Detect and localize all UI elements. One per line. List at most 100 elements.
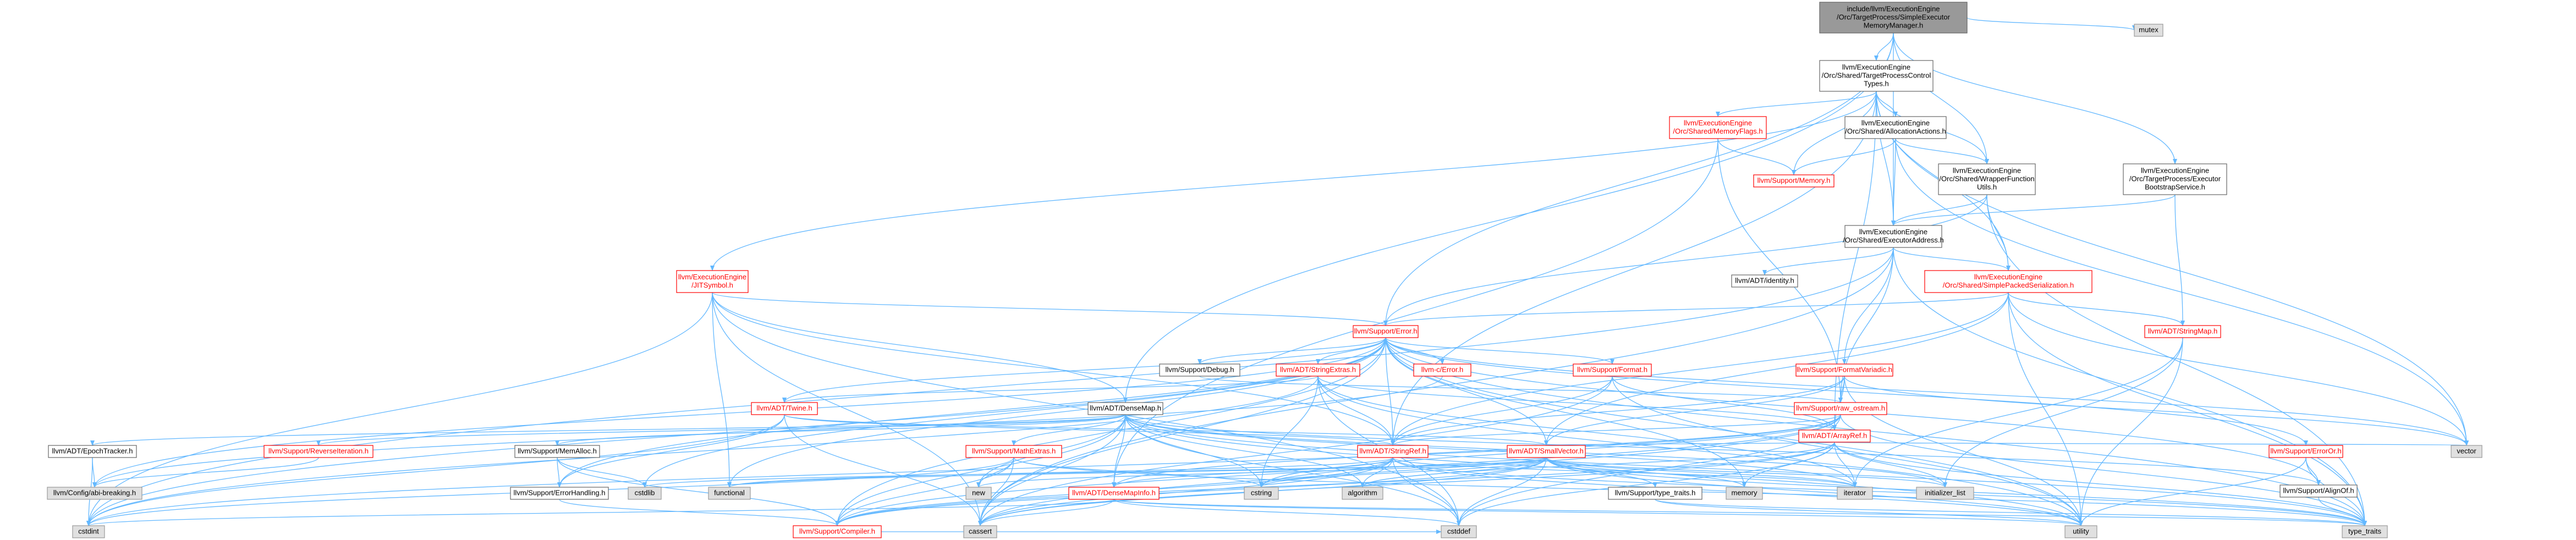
graph-node-cassert: cassert bbox=[963, 525, 997, 538]
graph-node-label-aligned: llvm/Support/AlignOf.h bbox=[2283, 487, 2354, 495]
edge-format-to-cassert bbox=[978, 376, 1613, 526]
edge-wrapper-to-sps bbox=[1986, 194, 2011, 271]
graph-node-label-debug: llvm/Support/Debug.h bbox=[1165, 366, 1234, 374]
graph-node-algorithm: algorithm bbox=[1342, 487, 1383, 500]
edge-sps-to-strmap bbox=[2008, 292, 2185, 326]
edge-dmapinfo-to-cstdint bbox=[86, 499, 1114, 526]
graph-node-rawos[interactable]: llvm/Support/raw_ostream.h bbox=[1794, 402, 1887, 415]
graph-node-label-wrapper: /Orc/Shared/WrapperFunction bbox=[1939, 175, 2034, 183]
graph-node-label-densemap: llvm/ADT/DenseMap.h bbox=[1090, 404, 1161, 412]
graph-node-box-sps bbox=[1924, 270, 2092, 293]
edge-execaddr-to-rawos bbox=[1838, 247, 1894, 403]
graph-node-label-cstdlib: cstdlib bbox=[635, 489, 655, 497]
graph-node-box-tpct bbox=[1819, 60, 1934, 92]
edge-densemap-to-memalloc bbox=[555, 414, 1126, 446]
graph-node-memory[interactable]: llvm/Support/Memory.h bbox=[1753, 174, 1834, 188]
graph-node-box-typetraits_s bbox=[1608, 487, 1702, 500]
edge-root-to-densemap bbox=[1123, 32, 1894, 403]
graph-node-typetraits_s[interactable]: llvm/Support/type_traits.h bbox=[1608, 487, 1702, 500]
edge-densemap-to-reviter bbox=[316, 414, 1126, 446]
graph-node-label-ebs: BootstrapService.h bbox=[2145, 183, 2205, 191]
graph-node-box-initlist bbox=[1916, 487, 1974, 500]
edge-arrayref-to-cstddef bbox=[1457, 442, 1835, 526]
edge-execaddr-to-cassert bbox=[978, 247, 1894, 526]
graph-node-arrayref[interactable]: llvm/ADT/ArrayRef.h bbox=[1798, 429, 1871, 443]
graph-node-label-sps: /Orc/Shared/SimplePackedSerialization.h bbox=[1943, 281, 2074, 289]
edge-tpct-to-memory bbox=[1792, 91, 1877, 175]
graph-node-iterator: iterator bbox=[1837, 487, 1873, 500]
graph-node-fmtvariadic[interactable]: llvm/Support/FormatVariadic.h bbox=[1795, 363, 1893, 377]
graph-node-dmapinfo[interactable]: llvm/ADT/DenseMapInfo.h bbox=[1068, 487, 1160, 500]
edge-errhandling-to-compiler bbox=[559, 499, 839, 526]
edge-smallvec-to-compiler bbox=[835, 457, 1547, 526]
graph-node-label-cerror: llvm-c/Error.h bbox=[1421, 366, 1464, 374]
graph-node-root[interactable]: include/llvm/ExecutionEngine/Orc/TargetP… bbox=[1819, 2, 1968, 34]
graph-node-aligned[interactable]: llvm/Support/AlignOf.h bbox=[2280, 484, 2358, 498]
graph-node-tpct[interactable]: llvm/ExecutionEngine/Orc/Shared/TargetPr… bbox=[1819, 60, 1934, 92]
graph-node-identity[interactable]: llvm/ADT/identity.h bbox=[1731, 274, 1798, 288]
edge-densemap-to-aligned bbox=[1125, 414, 2321, 486]
edge-mflags-to-rawos bbox=[1717, 138, 1843, 403]
edge-densemap-to-cstring bbox=[1125, 414, 1264, 488]
graph-node-box-rawos bbox=[1794, 402, 1887, 415]
graph-node-label-error: llvm/Support/Error.h bbox=[1354, 327, 1418, 335]
graph-node-error[interactable]: llvm/Support/Error.h bbox=[1353, 325, 1419, 338]
graph-node-wrapper[interactable]: llvm/ExecutionEngine/Orc/Shared/WrapperF… bbox=[1938, 163, 2036, 195]
graph-node-new: new bbox=[965, 487, 992, 500]
graph-node-box-cstdlib bbox=[628, 487, 662, 500]
graph-node-allocact[interactable]: llvm/ExecutionEngine/Orc/Shared/Allocati… bbox=[1844, 116, 1947, 139]
edge-smallvec-to-algorithm bbox=[1360, 457, 1547, 488]
edge-wrapper-to-execaddr bbox=[1891, 194, 1987, 226]
graph-node-label-compiler: llvm/Support/Compiler.h bbox=[799, 527, 875, 536]
graph-node-box-errhandling bbox=[510, 487, 609, 500]
graph-node-label-ebs: /Orc/TargetProcess/Executor bbox=[2129, 175, 2221, 183]
graph-node-erroror[interactable]: llvm/Support/ErrorOr.h bbox=[2269, 445, 2343, 458]
edge-error-to-twine bbox=[782, 337, 1386, 403]
graph-node-reviter[interactable]: llvm/Support/ReverseIteration.h bbox=[263, 445, 374, 458]
graph-node-stringref[interactable]: llvm/ADT/StringRef.h bbox=[1357, 445, 1429, 458]
graph-node-ebs[interactable]: llvm/ExecutionEngine/Orc/TargetProcess/E… bbox=[2123, 163, 2227, 195]
graph-node-sps[interactable]: llvm/ExecutionEngine/Orc/Shared/SimplePa… bbox=[1924, 270, 2092, 293]
edge-smallvec-to-memoryh bbox=[1546, 457, 1746, 488]
edge-tpct-to-jitsym bbox=[710, 91, 1877, 271]
edge-format-to-stringref bbox=[1391, 376, 1613, 446]
graph-node-label-execaddr: /Orc/Shared/ExecutorAddress.h bbox=[1843, 236, 1944, 244]
graph-node-label-cfgbreak: llvm/Config/abi-breaking.h bbox=[53, 489, 136, 497]
graph-node-box-dmapinfo bbox=[1068, 487, 1160, 500]
edge-twine-to-smallvec bbox=[784, 414, 1548, 446]
graph-node-memalloc[interactable]: llvm/Support/MemAlloc.h bbox=[514, 445, 600, 458]
edge-strextras-to-cstdint bbox=[86, 376, 1319, 526]
graph-node-box-allocact bbox=[1844, 116, 1947, 139]
graph-node-debug[interactable]: llvm/Support/Debug.h bbox=[1159, 363, 1240, 377]
edge-allocact-to-vector bbox=[1895, 138, 2469, 446]
graph-node-densemap[interactable]: llvm/ADT/DenseMap.h bbox=[1087, 402, 1163, 415]
graph-node-jitsym[interactable]: llvm/ExecutionEngine/JITSymbol.h bbox=[676, 270, 749, 293]
edge-execaddr-to-sps bbox=[1893, 247, 2011, 271]
edge-allocact-to-wrapper bbox=[1895, 138, 1989, 164]
graph-node-compiler[interactable]: llvm/Support/Compiler.h bbox=[793, 525, 882, 538]
graph-node-epoch[interactable]: llvm/ADT/EpochTracker.h bbox=[48, 445, 137, 458]
graph-node-errhandling[interactable]: llvm/Support/ErrorHandling.h bbox=[510, 487, 609, 500]
graph-node-box-functional bbox=[708, 487, 751, 500]
graph-node-strmap[interactable]: llvm/ADT/StringMap.h bbox=[2144, 325, 2221, 338]
graph-node-label-fmtvariadic: llvm/Support/FormatVariadic.h bbox=[1797, 366, 1892, 374]
edge-allocact-to-execaddr bbox=[1891, 138, 1896, 226]
graph-node-mathextras[interactable]: llvm/Support/MathExtras.h bbox=[965, 445, 1062, 458]
edge-dmapinfo-to-typetraits bbox=[1113, 499, 2367, 526]
graph-node-cerror[interactable]: llvm-c/Error.h bbox=[1413, 363, 1471, 377]
edge-densemap-to-compiler bbox=[835, 414, 1126, 526]
edge-smallvec-to-cstring bbox=[1259, 457, 1547, 488]
edge-jitsym-to-error bbox=[712, 292, 1388, 326]
graph-node-label-cstdint: cstdint bbox=[78, 527, 99, 536]
graph-node-smallvec[interactable]: llvm/ADT/SmallVector.h bbox=[1507, 445, 1586, 458]
graph-node-strextras[interactable]: llvm/ADT/StringExtras.h bbox=[1276, 363, 1360, 377]
graph-node-box-utility bbox=[2064, 525, 2097, 538]
graph-node-execaddr[interactable]: llvm/ExecutionEngine/Orc/Shared/Executor… bbox=[1843, 225, 1944, 248]
graph-node-format[interactable]: llvm/Support/Format.h bbox=[1573, 363, 1652, 377]
edge-mathextras-to-cassert bbox=[978, 457, 1014, 526]
graph-node-box-arrayref bbox=[1798, 429, 1871, 443]
edge-erroror-to-utility bbox=[2079, 457, 2306, 526]
graph-node-mflags[interactable]: llvm/ExecutionEngine/Orc/Shared/MemoryFl… bbox=[1669, 116, 1767, 139]
graph-node-twine[interactable]: llvm/ADT/Twine.h bbox=[751, 402, 818, 415]
graph-node-label-mflags: /Orc/Shared/MemoryFlags.h bbox=[1673, 127, 1762, 135]
